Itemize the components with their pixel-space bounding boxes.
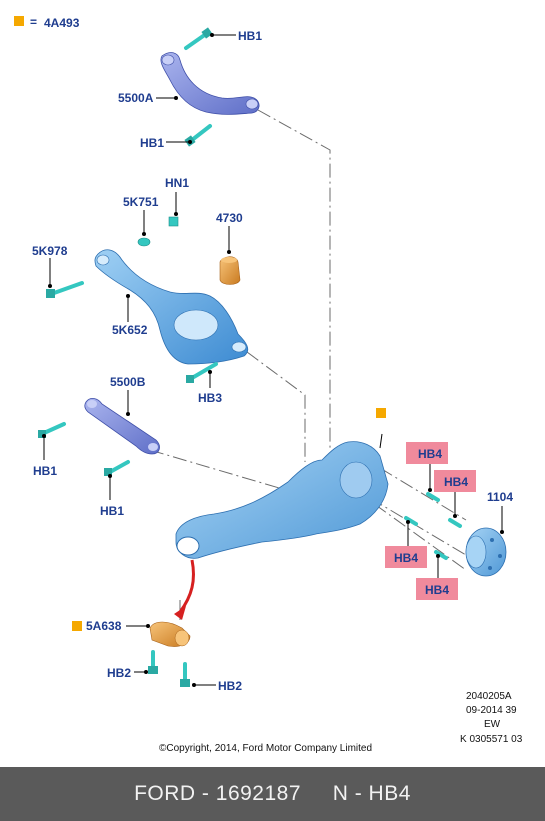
hb4-label-c: HB4 [385,546,427,568]
bolt-hb2-left [148,650,158,674]
red-arrow [174,559,195,620]
bushing-orange-square [72,621,82,631]
footer-gap [301,782,333,806]
label-hb1-mid: HB1 [140,136,164,150]
copyright: ©Copyright, 2014, Ford Motor Company Lim… [159,743,372,754]
label-hb1-top: HB1 [238,29,262,43]
bolt-hb2-right [180,662,190,687]
legend: = 4A493 [14,15,80,30]
bolt-hb1-top [184,27,213,50]
legend-equals: = [30,15,37,29]
label-hb1-lower: HB1 [100,504,124,518]
label-hb4-b: HB4 [444,475,468,489]
bolt-hb3 [186,362,218,383]
label-5k652: 5K652 [112,323,148,337]
bolt-hb1-left [38,422,66,438]
bushing-5a638 [149,621,191,647]
label-5k978: 5K978 [32,244,68,258]
meta-line4: K 0305571 03 [460,734,523,745]
footer-bar: FORD - 1692187 N - HB4 [0,767,545,821]
footer-part-number: 1692187 [215,782,302,805]
leader-lines [42,33,504,687]
bolt-hb1-mid [184,124,212,147]
label-hb4-a: HB4 [418,447,442,461]
label-hb4-c: HB4 [394,551,418,565]
hb4-label-d: HB4 [416,578,458,600]
legend-code: 4A493 [44,16,80,30]
knuckle-orange-square [376,408,386,418]
label-hb1-left: HB1 [33,464,57,478]
label-5500a: 5500A [118,91,154,105]
lower-arm-5k652 [94,249,249,365]
link-arm-5500b [84,398,160,455]
label-5k751: 5K751 [123,195,159,209]
meta-line2: 09-2014 39 [466,705,517,716]
footer-note: N - HB4 [332,782,411,805]
bolt-5k978 [46,281,84,298]
footer-brand: FORD [134,782,196,805]
spring-seat-4730 [219,256,241,285]
label-hb3: HB3 [198,391,222,405]
hb4-label-b: HB4 [434,470,476,492]
legend-orange-square [14,16,24,26]
hb4-bolts [404,492,462,560]
label-hn1: HN1 [165,176,189,190]
label-4730: 4730 [216,211,243,225]
label-hb4-d: HB4 [425,583,449,597]
exploded-parts-diagram: = 4A493 [14,15,523,754]
washer-5k751 [137,237,151,247]
upper-arm-5500a [160,52,260,115]
drawing-reference-block: 2040205A 09-2014 39 EW K 0305571 03 [460,691,523,745]
footer-separator: - [195,782,216,805]
label-1104: 1104 [487,490,513,504]
label-5a638: 5A638 [86,619,122,633]
nut-hn1 [168,216,179,227]
label-hb2-left: HB2 [107,666,131,680]
meta-line1: 2040205A [466,691,512,702]
label-5500b: 5500B [110,375,146,389]
meta-line3: EW [484,719,501,730]
knuckle-trailing-arm [175,408,389,559]
hb4-label-a: HB4 [406,442,448,464]
hub-1104 [465,527,507,577]
bolt-hb1-lower [104,460,130,476]
label-hb2-right: HB2 [218,679,242,693]
